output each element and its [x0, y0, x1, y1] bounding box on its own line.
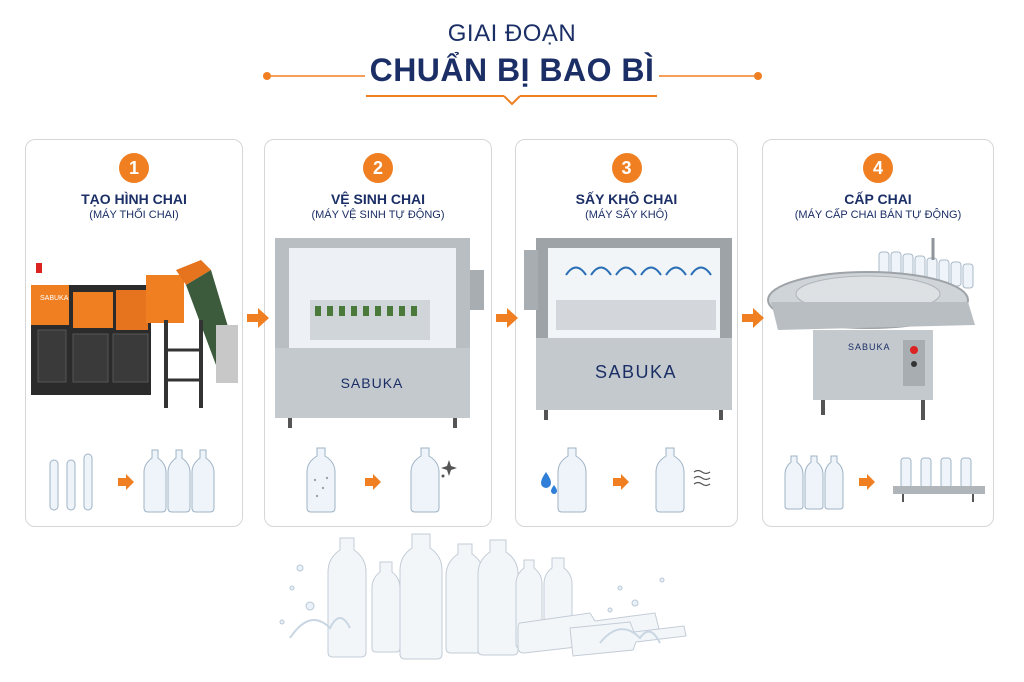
arrow-right-icon: [247, 308, 269, 328]
bottle-feeding-table-image: SABUKA: [767, 238, 975, 420]
bottles-splash-illustration: [279, 533, 687, 660]
step-subtitle: (MÁY THỐI CHAI): [89, 209, 179, 221]
header-decoration: [263, 72, 762, 106]
stage-title: CHUẨN BỊ BAO BÌ: [369, 52, 655, 88]
machine-brand-label: SABUKA: [848, 342, 891, 352]
step-title: VỆ SINH CHAI: [330, 191, 426, 207]
dirty-to-clean-bottle-icons: [306, 447, 457, 513]
step-card-1: 1 TẠO HÌNH CHAI (MÁY THỐI CHAI) SABUKA: [25, 139, 243, 527]
blow-molding-machine-image: SABUKA: [31, 260, 238, 408]
preform-to-bottle-icons: [49, 449, 215, 513]
water-drop-icon: [541, 472, 557, 494]
arrow-right-icon: [496, 308, 518, 328]
step-subtitle: (MÁY CẤP CHAI BÁN TỰ ĐỘNG): [794, 209, 962, 221]
step-subtitle: (MÁY VỆ SINH TỰ ĐỘNG): [311, 209, 445, 221]
step-card-2: 2 VỆ SINH CHAI (MÁY VỆ SINH TỰ ĐỘNG) SAB…: [264, 139, 492, 527]
sparkle-icon: [441, 460, 457, 478]
step-number-badge: 3: [611, 153, 642, 183]
bottles-to-conveyor-icons: [784, 455, 985, 510]
header: GIAI ĐOẠN CHUẨN BỊ BAO BÌ: [0, 0, 1024, 120]
arrow-right-icon: [742, 308, 764, 328]
step-title: CẤP CHAI: [844, 191, 912, 207]
machine-brand-label: SABUKA: [595, 362, 677, 382]
wet-to-dry-bottle-icons: [541, 447, 711, 513]
step-title: TẠO HÌNH CHAI: [81, 191, 187, 207]
bottle-drying-machine-image: SABUKA: [524, 238, 732, 420]
bottle-washing-machine-image: SABUKA: [275, 238, 484, 428]
air-waves-icon: [693, 469, 711, 487]
machine-brand-label: SABUKA: [40, 295, 69, 302]
step-title: SẤY KHÔ CHAI: [575, 191, 678, 207]
machine-brand-label: SABUKA: [341, 375, 404, 391]
step-subtitle: (MÁY SẤY KHÔ): [585, 209, 668, 221]
step-number-badge: 1: [119, 153, 149, 183]
step-number-badge: 4: [863, 153, 893, 183]
step-card-4: 4 CẤP CHAI (MÁY CẤP CHAI BÁN TỰ ĐỘNG) SA…: [762, 139, 994, 527]
step-card-3: 3 SẤY KHÔ CHAI (MÁY SẤY KHÔ) SABUKA: [515, 139, 738, 527]
step-number-badge: 2: [363, 153, 393, 183]
stage-subtitle: GIAI ĐOẠN: [447, 20, 577, 47]
